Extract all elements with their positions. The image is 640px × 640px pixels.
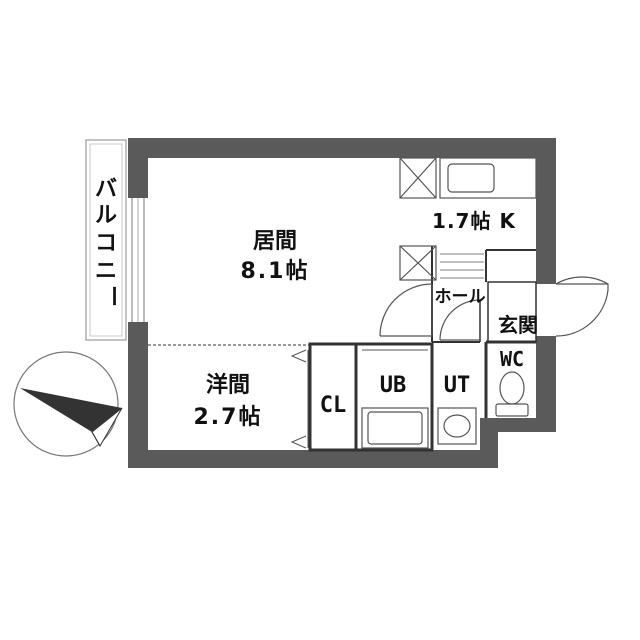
- kitchen-fixtures: [399, 157, 537, 281]
- entrance-label: 玄関: [498, 313, 538, 337]
- balcony: [85, 139, 127, 341]
- hall-label: ホール: [435, 287, 486, 307]
- western-room-size: 2.7帖: [194, 405, 263, 430]
- living-room-size: 8.1帖: [241, 259, 310, 284]
- balcony-label: バ ル コ ニ ー: [95, 177, 125, 307]
- toilet-icon: [495, 371, 529, 417]
- utility-label: UT: [444, 373, 471, 398]
- window-left: [128, 198, 148, 322]
- balcony-char: ル: [95, 203, 117, 228]
- closet-doors: [290, 349, 309, 449]
- kitchen-label: 1.7帖 K: [432, 209, 516, 233]
- bathtub-icon: [361, 349, 429, 449]
- door-swing-icon: [379, 276, 609, 341]
- closet-label: CL: [320, 393, 347, 418]
- balcony-char: ー: [100, 285, 125, 307]
- balcony-char: バ: [95, 177, 117, 202]
- living-room-name: 居間: [253, 229, 297, 254]
- balcony-char: ニ: [95, 259, 117, 284]
- balcony-char: コ: [95, 231, 117, 256]
- compass-north-arrow-icon: [13, 351, 123, 457]
- toilet-label: WC: [500, 347, 524, 371]
- sink-icon: [447, 163, 495, 193]
- washbasin-icon: [437, 407, 477, 445]
- entrance-opening: [536, 284, 556, 336]
- bath-label: UB: [380, 373, 407, 398]
- western-room-name: 洋間: [206, 372, 250, 398]
